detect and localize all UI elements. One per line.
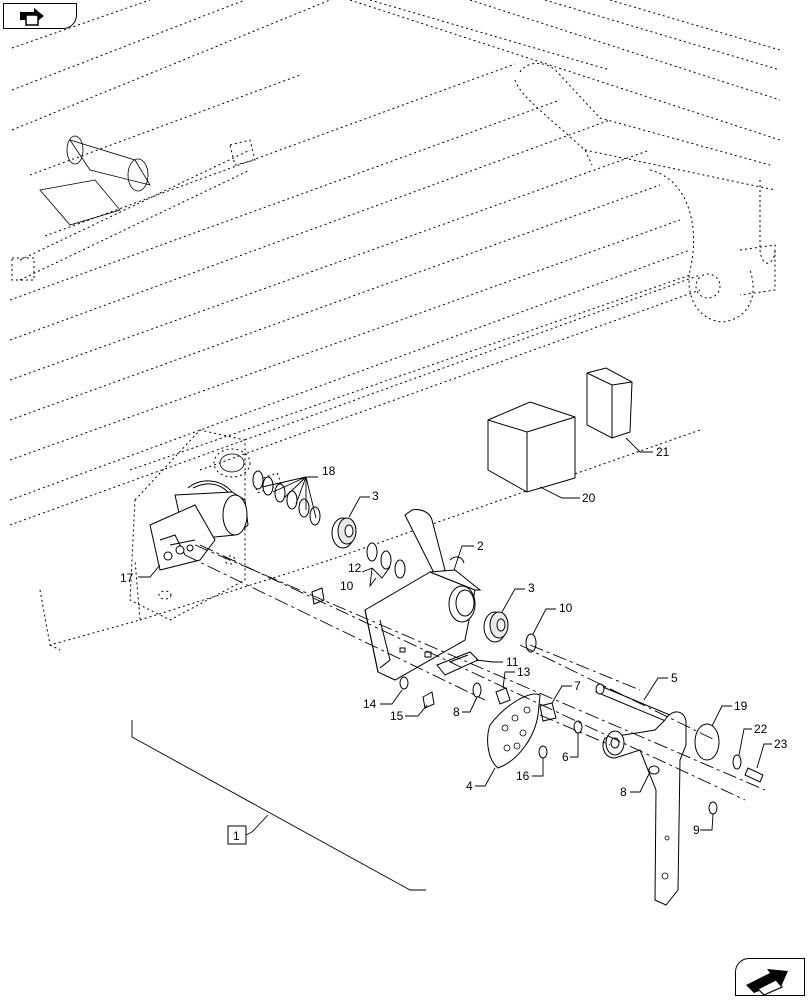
callout-10-right: 10: [559, 601, 573, 615]
callout-1-box[interactable]: 1: [227, 825, 253, 845]
callout-2: 2: [477, 539, 484, 553]
callout-12: 12: [348, 561, 362, 575]
prev-page-button[interactable]: [3, 3, 77, 29]
machine-frame: [9, 0, 781, 651]
box-part-21: [586, 367, 633, 439]
bearing-part-3-upper: [331, 517, 357, 549]
callout-21: 21: [656, 445, 670, 459]
callout-5: 5: [671, 671, 678, 685]
shaft-part-5: [595, 683, 671, 723]
bearing-part-3-lower: [483, 611, 509, 643]
callout-20: 20: [582, 491, 596, 505]
cam-plate-part-4: [487, 693, 541, 769]
callout-7: 7: [574, 679, 581, 693]
next-page-button[interactable]: [735, 958, 805, 996]
callout-14: 14: [363, 697, 377, 711]
callout-18: 18: [322, 464, 336, 478]
callout-labels: 18 3 12 10 2 17 3 10 11 13 14 15 8 7 6 1…: [120, 445, 788, 837]
assembly-axis-lines: [184, 544, 766, 801]
back-arrow-icon: [20, 8, 44, 26]
callout-23: 23: [774, 737, 788, 751]
washer-part-19: [694, 723, 720, 761]
callout-19: 19: [734, 699, 748, 713]
callout-1: 1: [233, 829, 240, 843]
next-page-arrow-icon: [746, 969, 788, 995]
callout-4: 4: [466, 779, 473, 793]
callout-16: 16: [516, 769, 530, 783]
rings-part-12: [366, 542, 406, 579]
callout-8-right: 8: [620, 785, 627, 799]
callout-13: 13: [517, 665, 531, 679]
callout-11: 11: [506, 655, 519, 669]
callout-17: 17: [120, 571, 134, 585]
callout-6: 6: [562, 750, 569, 764]
leader-lines: [131, 437, 772, 891]
callout-15: 15: [390, 709, 404, 723]
callout-9: 9: [693, 823, 700, 837]
callout-3-upper: 3: [372, 489, 379, 503]
washers-part-18: [252, 470, 321, 526]
crank-arm: [602, 711, 687, 906]
callout-8-mid: 8: [453, 705, 460, 719]
callout-3-lower: 3: [528, 581, 535, 595]
callout-10-left: 10: [340, 579, 354, 593]
bracket-part-11: [436, 651, 479, 676]
ring-part-10-right: [525, 633, 537, 653]
box-part-20: [487, 401, 576, 493]
gearbox-part-2: [364, 509, 482, 681]
callout-22: 22: [754, 722, 768, 736]
motor-part-17: [149, 480, 249, 571]
